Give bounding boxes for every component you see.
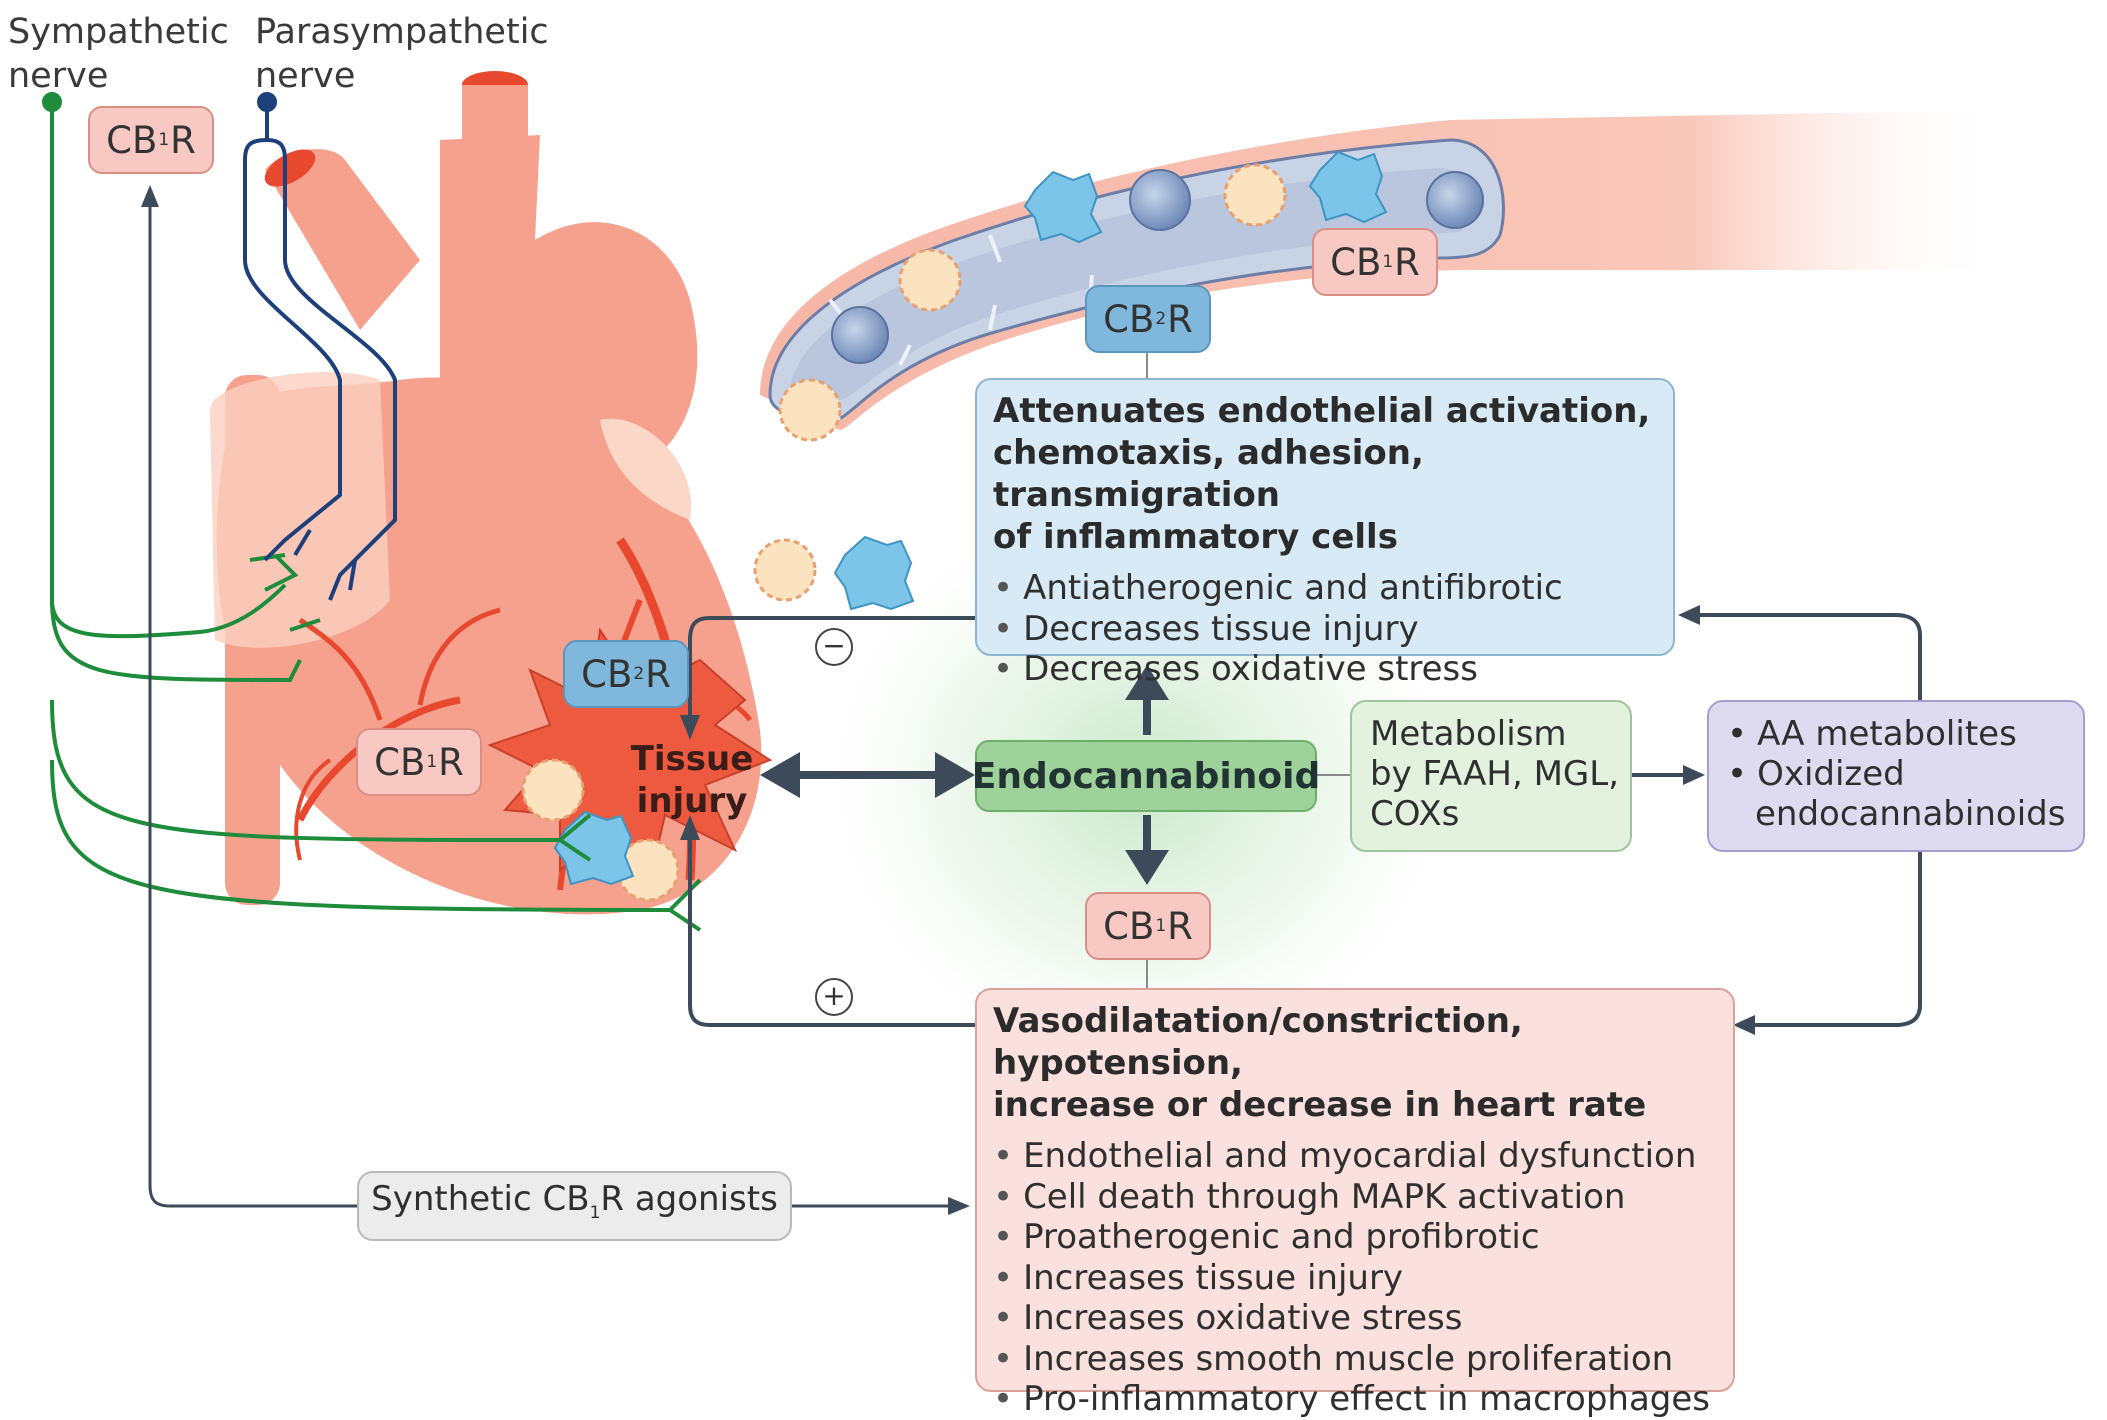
metabolism-box: Metabolism by FAAH, MGL, COXs [1350, 700, 1632, 852]
sympathetic-nerve [42, 92, 702, 932]
tissue-injury-line2: injury [636, 781, 748, 821]
list-item: Antiatherogenic and antifibrotic [993, 568, 1657, 609]
cb1-effects-box: Vasodilatation/constriction, hypotension… [975, 988, 1735, 1419]
cb1-effects-list: Endothelial and myocardial dysfunction C… [993, 1136, 1717, 1420]
cb2-effects-heading-line3: of inflammatory cells [993, 517, 1398, 557]
parasympathetic-label-line2: nerve [255, 56, 356, 96]
sympathetic-label-line2: nerve [8, 56, 109, 96]
flow-arrows [141, 185, 1922, 1215]
cb2-effects-box: Attenuates endothelial activation, chemo… [975, 378, 1675, 689]
inflammatory-cell [753, 538, 817, 602]
tissue-injury-line1: Tissue [630, 739, 754, 779]
metabolism-line1: Metabolism [1370, 714, 1567, 754]
macrophage-cell [833, 535, 915, 611]
synthetic-agonists-box: Synthetic CB1R agonists [357, 1171, 792, 1241]
synthetic-agonists-label: Synthetic CB1R agonists [371, 1179, 778, 1223]
list-item: Decreases tissue injury [993, 609, 1657, 650]
cb1-effects-heading-line2: increase or decrease in heart rate [993, 1085, 1647, 1125]
cb2-effects-heading-line1: Attenuates endothelial activation, [993, 391, 1651, 431]
parasympathetic-nerve [243, 92, 397, 601]
list-item: Pro-inflammatory effect in macrophages [993, 1379, 1717, 1420]
list-item: Proatherogenic and profibrotic [993, 1217, 1717, 1258]
list-item: Endothelial and myocardial dysfunction [993, 1136, 1717, 1177]
tissue-injury-label: Tissue injury [612, 738, 772, 822]
list-item: Cell death through MAPK activation [993, 1177, 1717, 1218]
cb2-effects-heading-line2: chemotaxis, adhesion, transmigration [993, 433, 1424, 515]
metabolites-bullet-2-cont: endocannabinoids [1755, 794, 2066, 834]
list-item: Decreases oxidative stress [993, 649, 1657, 690]
inhibition-sign: − [815, 628, 853, 666]
metabolites-bullet-1: •AA metabolites [1727, 714, 2017, 754]
inflammatory-cell [521, 758, 585, 822]
list-item: Increases oxidative stress [993, 1298, 1717, 1339]
metabolites-box: •AA metabolites •Oxidized endocannabinoi… [1707, 700, 2085, 852]
cb1-effects-heading-line1: Vasodilatation/constriction, hypotension… [993, 1001, 1523, 1083]
metabolism-line3: COXs [1370, 794, 1460, 834]
list-item: Increases tissue injury [993, 1258, 1717, 1299]
metabolites-bullet-2: •Oxidized [1727, 754, 1905, 794]
parasympathetic-nerve-label: Parasympathetic nerve [255, 10, 549, 98]
cb2-effects-list: Antiatherogenic and antifibrotic Decreas… [993, 568, 1657, 690]
stimulation-sign: + [815, 978, 853, 1016]
endocannabinoid-node: Endocannabinoid [972, 740, 1320, 812]
parasympathetic-label-line1: Parasympathetic [255, 12, 549, 52]
sympathetic-label-line1: Sympathetic [8, 12, 229, 52]
list-item: Increases smooth muscle proliferation [993, 1339, 1717, 1380]
metabolism-line2: by FAAH, MGL, [1370, 754, 1620, 794]
sympathetic-nerve-label: Sympathetic nerve [8, 10, 229, 98]
